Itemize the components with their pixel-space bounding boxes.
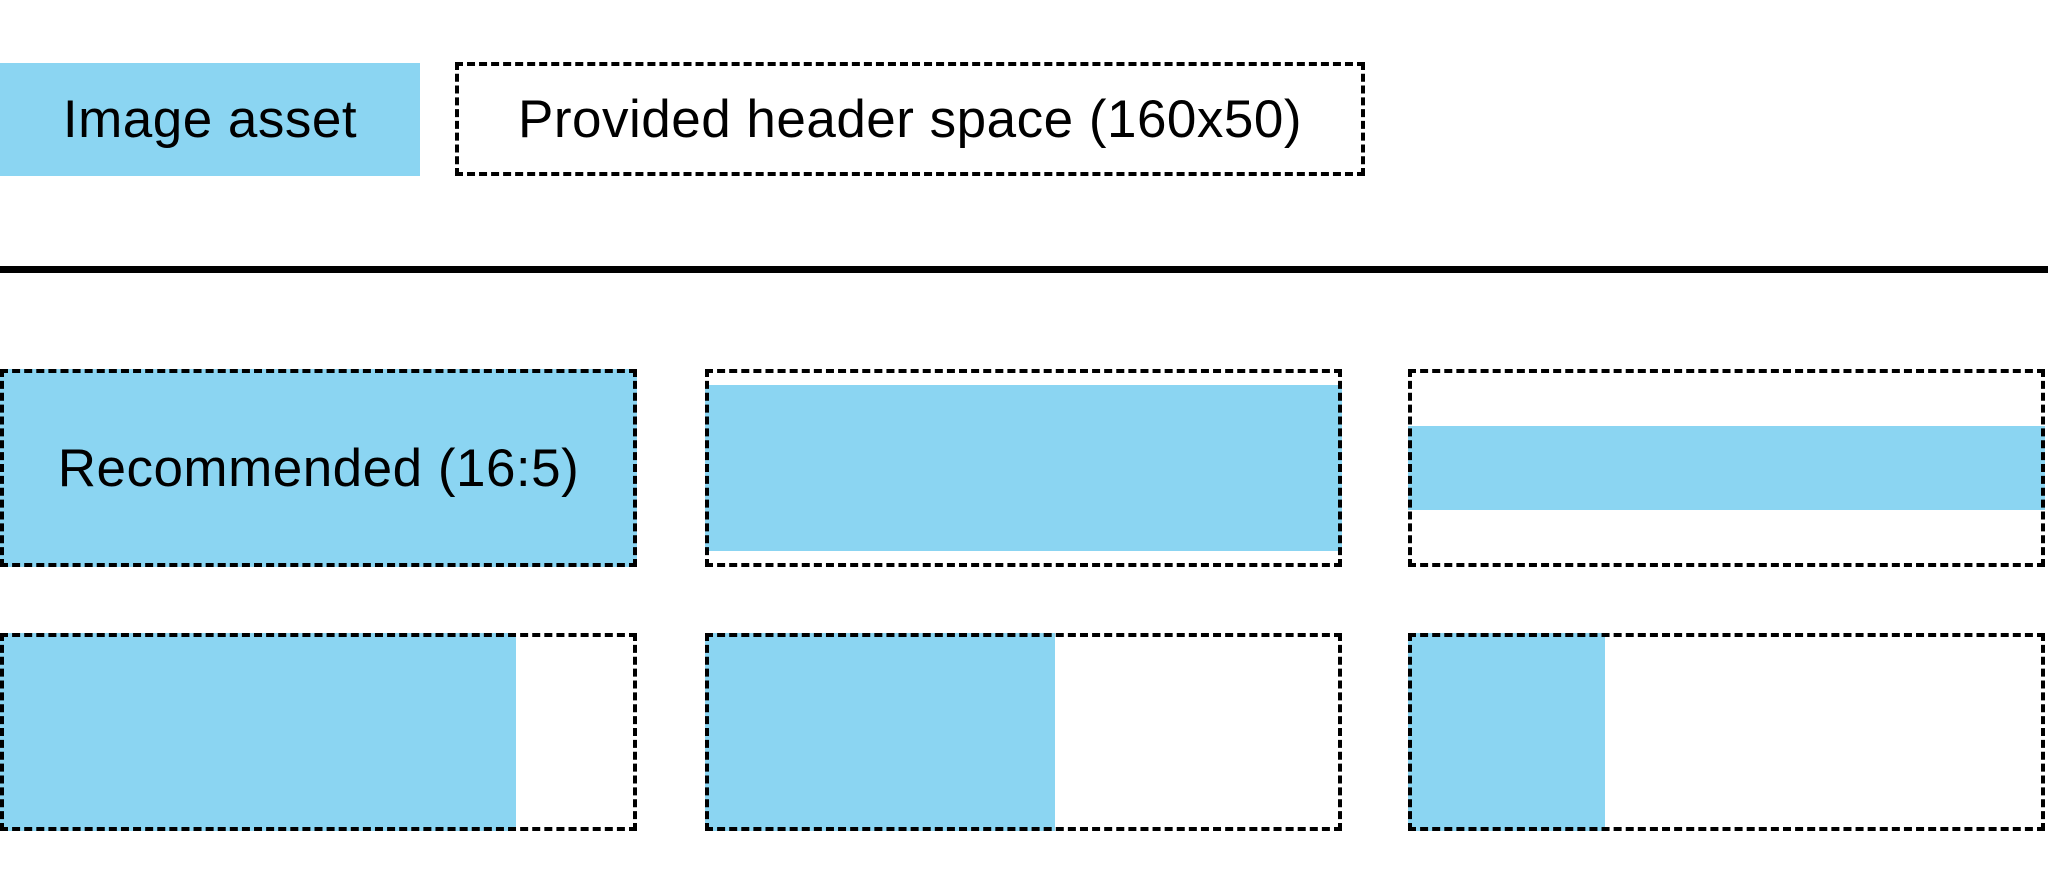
legend-header-space-box: Provided header space (160x50) [455,62,1365,176]
header-space-dashed-outline [0,369,637,567]
image-asset-fill [705,384,1342,552]
legend-image-asset-swatch: Image asset [0,63,420,176]
header-space-dashed-outline [705,633,1342,831]
recommended-ratio-label: Recommended (16:5) [57,438,580,498]
header-space-slot-recommended: Recommended (16:5) [0,369,637,567]
header-space-dashed-outline [1408,633,2045,831]
legend-image-asset-label: Image asset [62,90,358,149]
section-divider [0,266,2048,273]
header-space-slot-tallest [1408,633,2045,831]
image-asset-fill [0,633,516,831]
image-asset-fill [1408,633,1606,831]
header-space-slot-wide [705,369,1342,567]
header-space-slot-tall [0,633,637,831]
image-asset-fill [705,633,1056,831]
image-asset-fill [1408,426,2045,510]
header-space-dashed-outline [1408,369,2045,567]
header-space-slot-wider [1408,369,2045,567]
image-asset-fill [0,369,637,567]
header-space-dashed-outline [0,633,637,831]
legend-header-space-label: Provided header space (160x50) [518,89,1302,149]
header-space-dashed-outline [705,369,1342,567]
header-space-slot-taller [705,633,1342,831]
